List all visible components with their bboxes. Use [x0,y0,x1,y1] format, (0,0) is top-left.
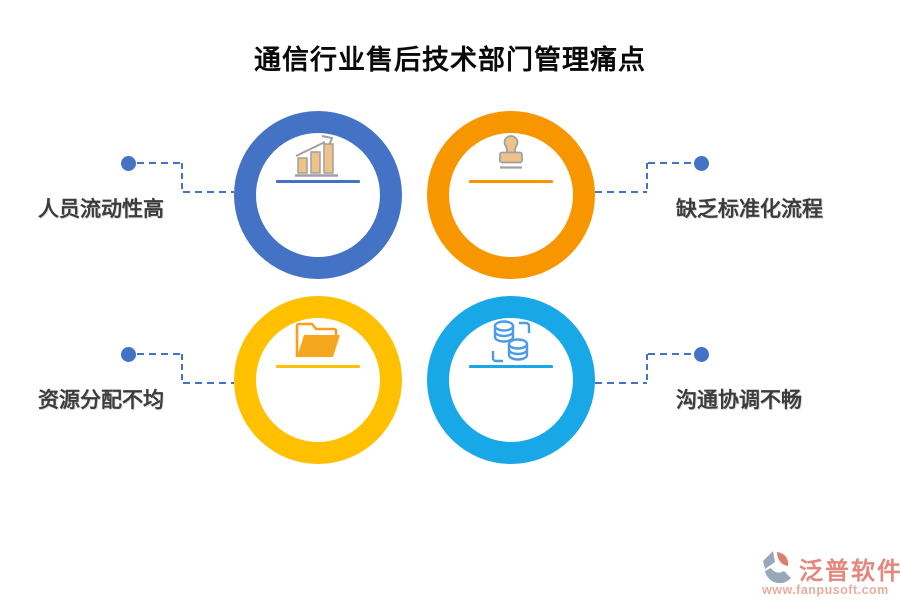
page-title: 通信行业售后技术部门管理痛点 [254,45,646,75]
circle-communication [427,296,595,464]
fanpu-logo-icon [763,551,791,584]
pain-point-label-standardization: 缺乏标准化流程 [676,198,823,221]
connector-line [646,163,648,193]
pain-point-label-staff-turnover: 人员流动性高 [38,198,164,221]
connector-line [595,191,647,193]
connector-line [183,382,234,384]
connector-dot [694,347,709,362]
circle-resource-allocation [234,296,402,464]
database-sync-icon [491,320,531,363]
connector-line [137,162,183,164]
connector-dot [694,156,709,171]
pain-point-label-communication: 沟通协调不畅 [676,389,802,412]
icon-underline [469,180,553,183]
pain-point-label-resource-allocation: 资源分配不均 [38,389,164,412]
connector-dot [121,347,136,362]
connector-line [137,353,183,355]
growth-chart-icon [295,135,338,177]
connector-line [648,162,694,164]
connector-line [183,191,234,193]
connector-line [181,163,183,193]
connector-line [648,353,694,355]
stamp-icon [499,135,523,169]
connector-line [595,382,647,384]
watermark-brand: 泛普软件 [799,558,900,585]
circle-standardization [427,111,595,279]
watermark-website: www.fanpusoft.com [762,583,889,597]
open-folder-icon [295,322,340,357]
connector-line [181,354,183,384]
connector-line [646,354,648,384]
icon-underline [276,365,360,368]
icon-underline [276,180,360,183]
circle-staff-turnover [234,111,402,279]
icon-underline [469,365,553,368]
connector-dot [121,156,136,171]
